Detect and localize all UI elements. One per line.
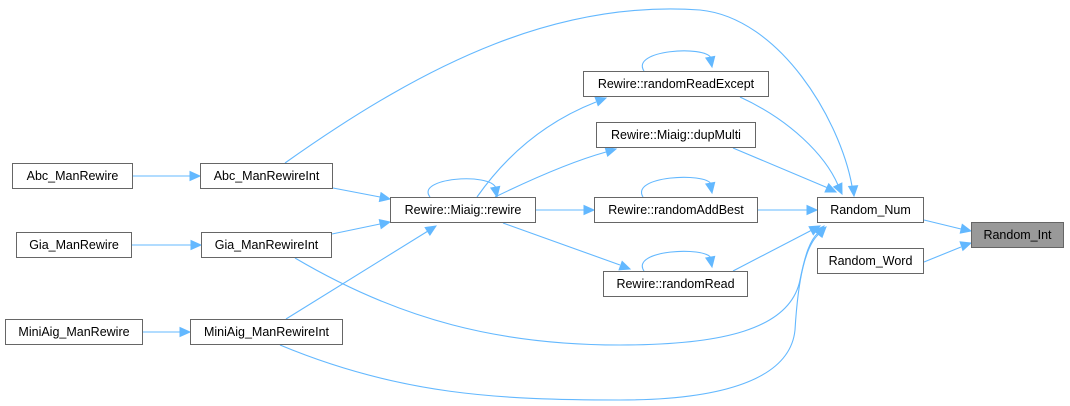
node-randomreadexcept[interactable]: Rewire::randomReadExcept [583, 71, 769, 97]
arrowhead-icon [378, 191, 392, 203]
edge-randomread-self [641, 250, 712, 272]
edge-randomaddbest-self [640, 176, 712, 198]
edge-rewire-to-randomread [502, 222, 621, 266]
arrowhead-icon [704, 55, 716, 69]
arrowhead-icon [190, 239, 203, 251]
edge-randomreadexcept-to-num [739, 96, 839, 186]
edge-rewire-to-dupmulti [494, 151, 607, 198]
edge-abc-int-to-num [284, 8, 853, 187]
arrowhead-icon [704, 181, 716, 195]
node-miaig-dupmulti[interactable]: Rewire::Miaig::dupMulti [596, 122, 756, 148]
node-randomread[interactable]: Rewire::randomRead [603, 271, 748, 297]
edge-rewire-to-randomreadexcept [476, 101, 597, 198]
edge-randomread-to-num [732, 229, 813, 272]
node-randomaddbest[interactable]: Rewire::randomAddBest [594, 197, 758, 223]
arrowhead-icon [847, 185, 859, 198]
edge-rewire-self [427, 178, 497, 198]
node-miniaig-manrewireint[interactable]: MiniAig_ManRewireInt [190, 319, 343, 345]
arrowhead-icon [959, 241, 973, 252]
edge-gia-to-rewire [331, 223, 381, 235]
arrowhead-icon [378, 219, 392, 230]
arrowhead-icon [806, 204, 819, 216]
node-random-int: Random_Int [971, 222, 1064, 248]
node-random-num[interactable]: Random_Num [817, 197, 924, 223]
node-gia-manrewire[interactable]: Gia_ManRewire [16, 232, 132, 258]
arrowhead-icon [179, 326, 192, 338]
arrowhead-icon [704, 255, 716, 269]
node-miniaig-manrewire[interactable]: MiniAig_ManRewire [5, 319, 143, 345]
edge-word-to-int [923, 246, 962, 263]
edge-randomreadexcept-self [641, 50, 712, 72]
arrowhead-icon [832, 182, 843, 196]
edge-miniaig-to-rewire [285, 230, 429, 320]
node-abc-manrewireint[interactable]: Abc_ManRewireInt [200, 163, 333, 189]
arrowhead-icon [824, 182, 838, 193]
arrowhead-icon [424, 225, 438, 237]
arrowhead-icon [489, 185, 501, 199]
arrowhead-icon [604, 146, 618, 157]
arrowhead-icon [189, 170, 202, 182]
edge-abc-to-rewire [332, 187, 381, 198]
arrowhead-icon [959, 223, 973, 234]
node-random-word[interactable]: Random_Word [817, 248, 924, 274]
edge-dupmulti-to-num [732, 147, 829, 189]
arrowhead-icon [814, 226, 827, 239]
arrowhead-icon [594, 96, 608, 107]
arrowhead-icon [618, 260, 632, 271]
edge-num-to-int [923, 219, 962, 230]
node-gia-manrewireint[interactable]: Gia_ManRewireInt [201, 232, 332, 258]
edge-miniaig-int-to-num [279, 232, 821, 401]
arrowhead-icon [583, 204, 596, 216]
node-miaig-rewire[interactable]: Rewire::Miaig::rewire [390, 197, 536, 223]
node-abc-manrewire[interactable]: Abc_ManRewire [12, 163, 133, 189]
